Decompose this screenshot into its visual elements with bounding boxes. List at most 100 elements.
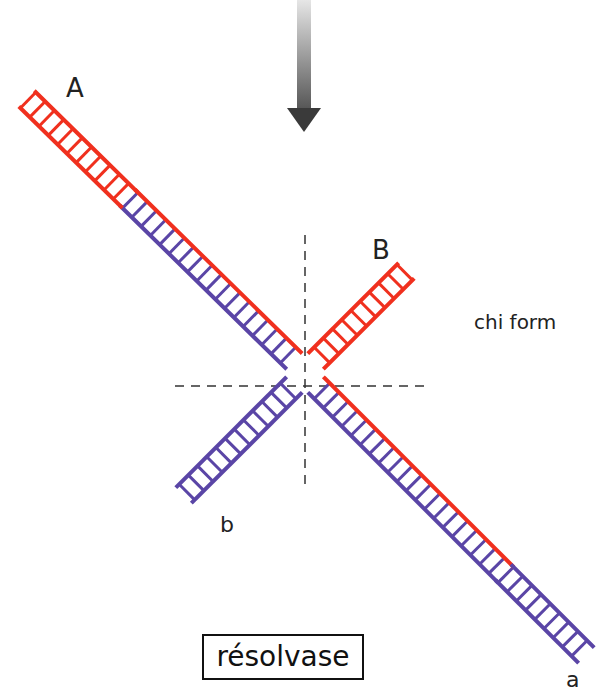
base-pair-rung (225, 438, 241, 454)
dna-strand (309, 264, 397, 352)
dna-strand (136, 191, 300, 352)
base-pair-rung (179, 484, 195, 500)
base-pair-rung (123, 192, 138, 208)
base-pair-rung (76, 147, 91, 163)
base-pair-rung (388, 274, 404, 290)
base-pair-rung (360, 429, 376, 445)
structure-label: chi form (474, 311, 556, 333)
base-pair-rung (216, 448, 232, 464)
base-pair-rung (406, 475, 422, 491)
base-pair-rung (198, 466, 214, 482)
base-pair-rung (160, 229, 175, 245)
dna-strand (121, 207, 285, 368)
base-pair-rung (20, 92, 35, 108)
base-pair-rung (234, 429, 250, 445)
base-pair-rung (415, 484, 431, 500)
base-pair-rung (507, 576, 523, 592)
base-pair-rung (253, 411, 269, 427)
base-pair-rung (314, 347, 330, 363)
base-pair-rung (271, 338, 286, 354)
base-pair-rung (48, 120, 63, 136)
base-pair-rung (85, 156, 100, 172)
base-pair-rung (333, 329, 349, 345)
base-pair-rung (197, 265, 212, 281)
base-pair-rung (206, 274, 221, 290)
dna-strand (177, 378, 285, 486)
base-pair-rung (434, 503, 450, 519)
base-pair-rung (67, 138, 82, 154)
strand-label: A (66, 74, 84, 103)
arrow-head (287, 108, 321, 132)
base-pair-rung (342, 320, 358, 336)
base-pair-rung (271, 392, 287, 408)
base-pair-rung (342, 411, 358, 427)
arrow-shaft (297, 0, 311, 110)
dna-strand (309, 394, 497, 582)
base-pair-rung (141, 211, 156, 227)
base-pair-rung (562, 631, 578, 647)
base-pair-rung (252, 320, 267, 336)
base-pair-rung (572, 641, 588, 657)
base-pair-rung (104, 174, 119, 190)
base-pair-rung (207, 457, 223, 473)
base-pair-rung (526, 595, 542, 611)
strand-label: a (566, 668, 579, 692)
base-pair-rung (388, 457, 404, 473)
strand-label: b (220, 513, 234, 537)
base-pair-rung (498, 567, 514, 583)
base-pair-rung (397, 265, 413, 281)
base-pair-rung (188, 475, 204, 491)
base-pair-rung (397, 466, 413, 482)
base-pair-rung (262, 329, 277, 345)
base-pair-rung (95, 165, 110, 181)
base-pair-rung (470, 539, 486, 555)
base-pair-rung (489, 558, 505, 574)
base-pair-rung (544, 613, 560, 629)
base-pair-rung (452, 521, 468, 537)
base-pair-rung (323, 392, 339, 408)
dna-strand (20, 108, 121, 207)
base-pair-rung (516, 585, 532, 601)
base-pair-rung (480, 549, 496, 565)
dna-strand (497, 581, 577, 661)
dna-strand (325, 378, 513, 566)
base-pair-rung (113, 183, 128, 199)
base-pair-rung (314, 383, 330, 399)
base-pair-rung (150, 220, 165, 236)
base-pair-rung (379, 283, 395, 299)
base-pair-rung (351, 420, 367, 436)
dna-strand (36, 92, 137, 191)
base-pair-rung (132, 202, 147, 218)
dna-strand (512, 566, 592, 646)
base-pair-rung (461, 530, 477, 546)
base-pair-rung (178, 247, 193, 263)
base-pair-rung (262, 402, 278, 418)
base-pair-rung (215, 284, 230, 300)
enzyme-name: résolvase (216, 640, 349, 673)
base-pair-rung (243, 311, 258, 327)
base-pair-rung (234, 302, 249, 318)
base-pair-rung (280, 383, 296, 399)
base-pair-rung (369, 438, 385, 454)
base-pair-rung (323, 338, 339, 354)
base-pair-rung (443, 512, 459, 528)
base-pair-rung (369, 292, 385, 308)
base-pair-rung (244, 420, 260, 436)
base-pair-rung (351, 311, 367, 327)
enzyme-box: résolvase (202, 634, 363, 680)
base-pair-rung (30, 101, 45, 117)
base-pair-rung (188, 256, 203, 272)
base-pair-rung (333, 402, 349, 418)
cut-line (304, 235, 306, 490)
base-pair-rung (535, 604, 551, 620)
dna-strand (193, 394, 301, 502)
base-pair-rung (553, 622, 569, 638)
base-pair-rung (169, 238, 184, 254)
base-pair-rung (58, 129, 73, 145)
strand-label: B (372, 236, 390, 265)
base-pair-rung (379, 448, 395, 464)
base-pair-rung (39, 111, 54, 127)
base-pair-rung (360, 301, 376, 317)
